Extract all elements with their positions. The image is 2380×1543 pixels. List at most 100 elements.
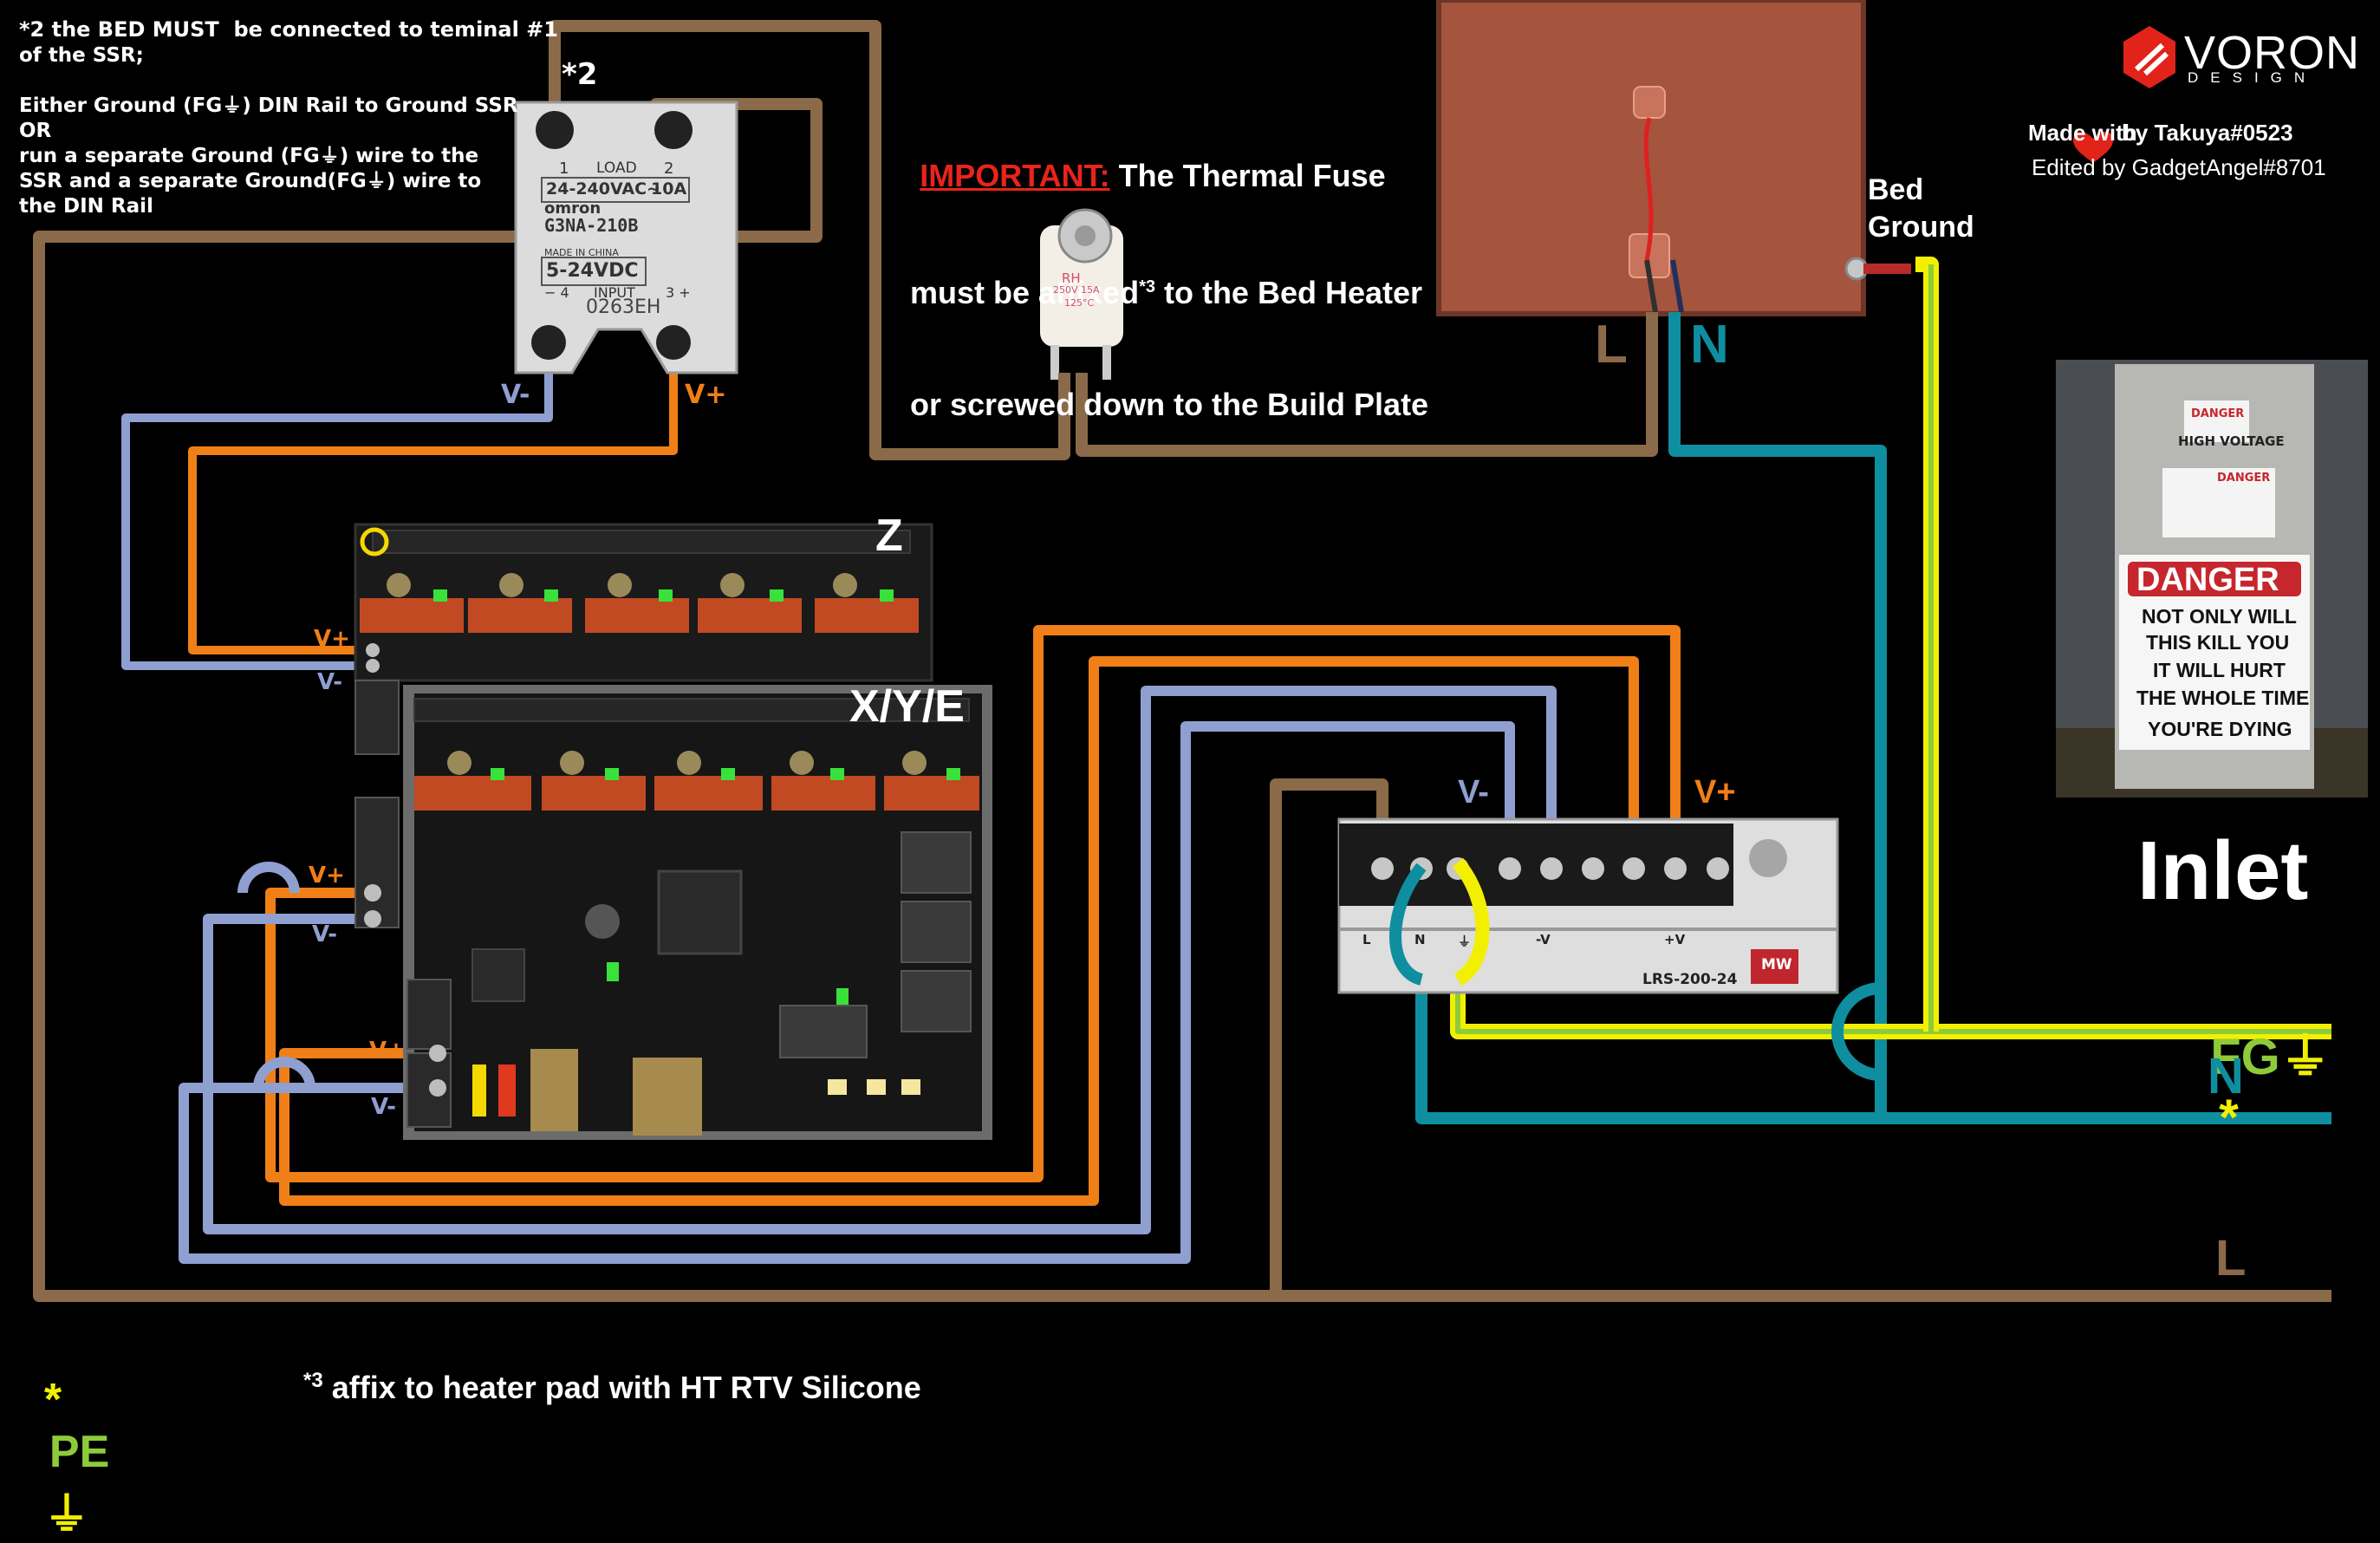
- board-top-vplus: V+: [314, 626, 350, 652]
- ssr-rating-a: 10A: [651, 179, 687, 199]
- wire-ssr-vplus: [188, 342, 678, 654]
- inlet-n-label: N: [2208, 1048, 2244, 1104]
- ssr-terminal-2: [654, 111, 693, 149]
- wire-live-psu: [1270, 778, 1388, 1296]
- edited-by-label: Edited by GadgetAngel#8701: [2032, 154, 2326, 180]
- ssr-rating-ac: 24-240VAC~: [546, 179, 660, 199]
- inlet-fg-label: FG⏚ *: [2182, 958, 2331, 1147]
- board-terminal-vplus-low: [429, 1045, 446, 1062]
- fuse-text-2: 250V 15A: [1053, 284, 1100, 296]
- psu-vminus-label: V-: [1458, 774, 1489, 811]
- wire-live-fuse-bed: [1076, 312, 1658, 457]
- psu-term-l: L: [1362, 932, 1371, 947]
- important-line2b: to the Bed Heater: [1154, 275, 1423, 310]
- ssr-terminal-1-label: 1: [559, 160, 569, 178]
- mainboard-bigtreetech: [354, 523, 992, 1140]
- ssr-terminal-2-label: 2: [664, 160, 674, 178]
- sign-danger-top: DANGER: [2191, 407, 2245, 420]
- sign-danger-big: DANGER: [2136, 562, 2279, 598]
- wire-neutral-bed: [1668, 312, 1887, 1118]
- board-low-vminus: V-: [371, 1094, 397, 1120]
- sign-line-2: THIS KILL YOU: [2146, 631, 2290, 654]
- bed-ground-label-1: Bed: [1868, 173, 1924, 206]
- important-line2: must be affixed: [910, 275, 1140, 310]
- wires: [33, 20, 2331, 1302]
- footnote-3-mark: *3: [303, 1369, 323, 1392]
- important-label: IMPORTANT:: [920, 158, 1110, 193]
- inlet-fg: FG: [2210, 1029, 2280, 1085]
- fuse-text-1: RH: [1062, 270, 1081, 286]
- ssr-input-pos: 3 +: [666, 284, 691, 301]
- note-ground-line5: the DIN Rail: [19, 195, 153, 218]
- note-ground-line2: OR: [19, 120, 52, 142]
- ssr-marker: *2: [562, 57, 598, 92]
- stepper-drivers-xye: [414, 776, 979, 811]
- bed-ground-label-2: Ground: [1868, 211, 1974, 244]
- bed-n-label: N: [1690, 315, 1729, 374]
- wire-ssr-vminus: [121, 342, 553, 670]
- board-mid-vplus: V+: [309, 863, 345, 889]
- psu-wire-loops: [1389, 857, 1882, 1081]
- important-sup: *3: [1139, 277, 1155, 296]
- board-low-vplus: V+: [369, 1038, 406, 1064]
- bed-l-label: L: [1595, 315, 1628, 374]
- footnote-3: *3 affix to heater pad with HT RTV Silic…: [286, 1332, 921, 1406]
- board-terminal-vminus-top: [366, 659, 380, 673]
- wire-psu-vplus-1: [265, 625, 1681, 1182]
- thermal-fuse: [1040, 208, 1123, 380]
- psu-term-pos: +V: [1664, 932, 1686, 947]
- psu-model: LRS-200-24: [1642, 971, 1738, 988]
- ssr-code: 0263EH: [586, 296, 661, 318]
- bed-ground-lug: [1844, 257, 1911, 281]
- pe-label: PE: [49, 1427, 110, 1477]
- driver-capacitors: [387, 573, 927, 775]
- pe-legend: * PE ⏚: [19, 1322, 109, 1543]
- voron-logo-sub: DESIGN: [2188, 69, 2318, 86]
- inlet-title: Inlet: [2137, 824, 2309, 917]
- hdmi-port: [633, 1058, 702, 1136]
- ssr-vplus-label: V+: [685, 380, 727, 410]
- wire-crossovers: [237, 862, 315, 1089]
- psu-term-neg: -V: [1536, 932, 1551, 947]
- board-top-vminus: V-: [317, 669, 343, 695]
- power-supply-unit: [1337, 817, 1839, 994]
- psu-brand: MW: [1761, 956, 1792, 973]
- ssr-input-neg: − 4: [544, 284, 569, 301]
- made-by-label: by Takuya#0523: [2122, 120, 2293, 146]
- note-ground-line4: SSR and a separate Ground(FG⏚) wire to: [19, 170, 482, 192]
- inlet-l-label: L: [2215, 1230, 2247, 1286]
- inlet-fg-symbol: ⏚: [2279, 1029, 2331, 1085]
- pe-symbol: ⏚: [43, 1490, 89, 1540]
- important-note: IMPORTANT: The Thermal Fuse must be affi…: [910, 82, 1429, 460]
- wire-psu-vminus-2: [179, 721, 1515, 1264]
- board-terminal-vplus-top: [366, 643, 380, 657]
- voron-logo-mark: [2123, 26, 2175, 88]
- fuse-text-3: 125°C: [1064, 297, 1095, 309]
- solid-state-relay: [514, 101, 738, 374]
- ssr-load-label: LOAD: [596, 160, 637, 177]
- driver-headers: [372, 530, 970, 722]
- power-terminals: [354, 680, 452, 1128]
- sign-danger-small: DANGER: [2217, 472, 2271, 485]
- wire-live-bed: [549, 20, 1070, 460]
- z-axis-label: Z: [875, 511, 903, 561]
- psu-term-n: N: [1414, 932, 1426, 947]
- important-line3: or screwed down to the Build Plate: [910, 387, 1429, 422]
- note-ground-line3: run a separate Ground (FG⏚) wire to the: [19, 145, 479, 167]
- xye-axis-label: X/Y/E: [849, 681, 965, 732]
- sign-line-3: IT WILL HURT: [2153, 659, 2286, 681]
- ssr-brand: omron: [544, 199, 602, 218]
- ssr-made-in: MADE IN CHINA: [544, 247, 619, 258]
- pe-star: *: [43, 1375, 62, 1425]
- ssr-terminal-1: [536, 111, 574, 149]
- note-bed-ssr-title: *2 the BED MUST be connected to teminal …: [19, 17, 558, 42]
- board-mid-vminus: V-: [312, 921, 338, 947]
- mcu-chip: [657, 869, 743, 955]
- stepper-drivers-z: [360, 598, 919, 633]
- psu-vplus-label: V+: [1694, 774, 1736, 811]
- fuse-10a: [472, 1064, 486, 1117]
- ssr-input-label: INPUT: [594, 284, 635, 301]
- made-with-label: Made with: [2028, 120, 2137, 146]
- ssr-model: G3NA-210B: [544, 215, 639, 236]
- heart-icon: [2073, 131, 2113, 163]
